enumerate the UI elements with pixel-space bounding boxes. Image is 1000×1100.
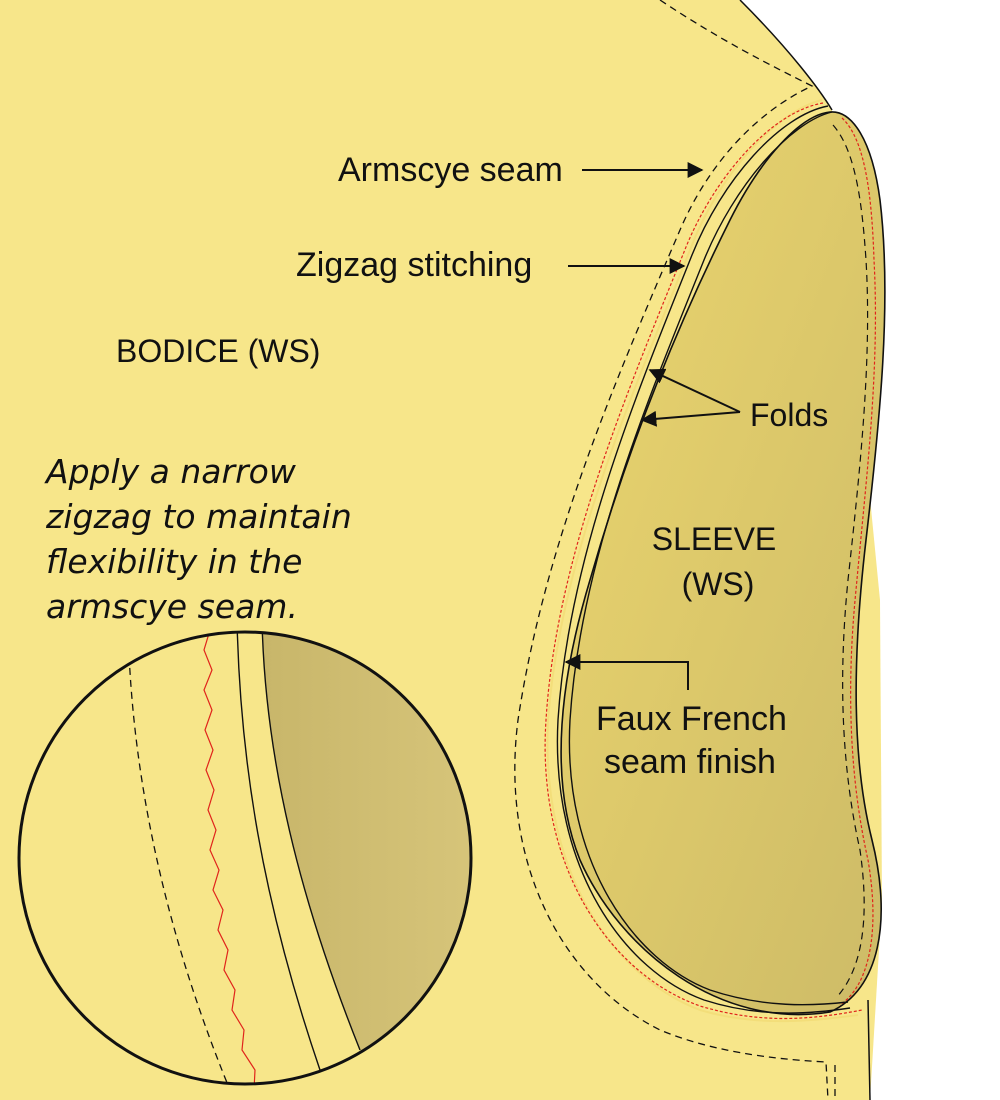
label-faux-french-1: Faux French — [596, 700, 787, 738]
label-sleeve-2: (WS) — [682, 566, 755, 602]
label-sleeve-1: SLEEVE — [652, 521, 777, 557]
armscye-seam-line — [514, 0, 829, 1100]
faux-french-arrow — [564, 654, 689, 690]
label-folds: Folds — [750, 397, 828, 433]
label-faux-french-2: seam finish — [604, 743, 776, 781]
bodice-lower-edge — [867, 999, 871, 1100]
zigzag-stitch-inner — [839, 117, 877, 1006]
label-bodice: BODICE (WS) — [116, 333, 320, 369]
note-line-4: armscye seam. — [46, 587, 298, 626]
detail-magnifier-outline — [17, 630, 473, 1086]
zigzag-stitch-outer — [544, 102, 863, 1020]
note-line-1: Apply a narrow — [44, 452, 297, 491]
detail-zigzag — [203, 632, 256, 1084]
bodice-edge — [739, 0, 833, 111]
detail-fold-outer — [236, 632, 321, 1071]
note-line-2: zigzag to maintain — [45, 497, 352, 536]
detail-sleeve — [262, 632, 471, 1084]
seam-allowance — [546, 99, 859, 1023]
sleeve-fabric — [560, 111, 886, 1016]
detail-dashed-line — [127, 632, 231, 1084]
detail-fold-inner — [261, 632, 361, 1051]
label-zigzag-stitching: Zigzag stitching — [296, 246, 532, 284]
fold-line-outer — [556, 105, 851, 1014]
note-line-3: flexibility in the — [46, 542, 302, 581]
label-armscye-seam: Armscye seam — [338, 151, 563, 189]
folds-arrow-1 — [648, 368, 741, 413]
sleeve-dashed-line — [832, 124, 869, 999]
detail-magnifier — [19, 632, 471, 1084]
folds-arrow-2 — [640, 410, 741, 427]
